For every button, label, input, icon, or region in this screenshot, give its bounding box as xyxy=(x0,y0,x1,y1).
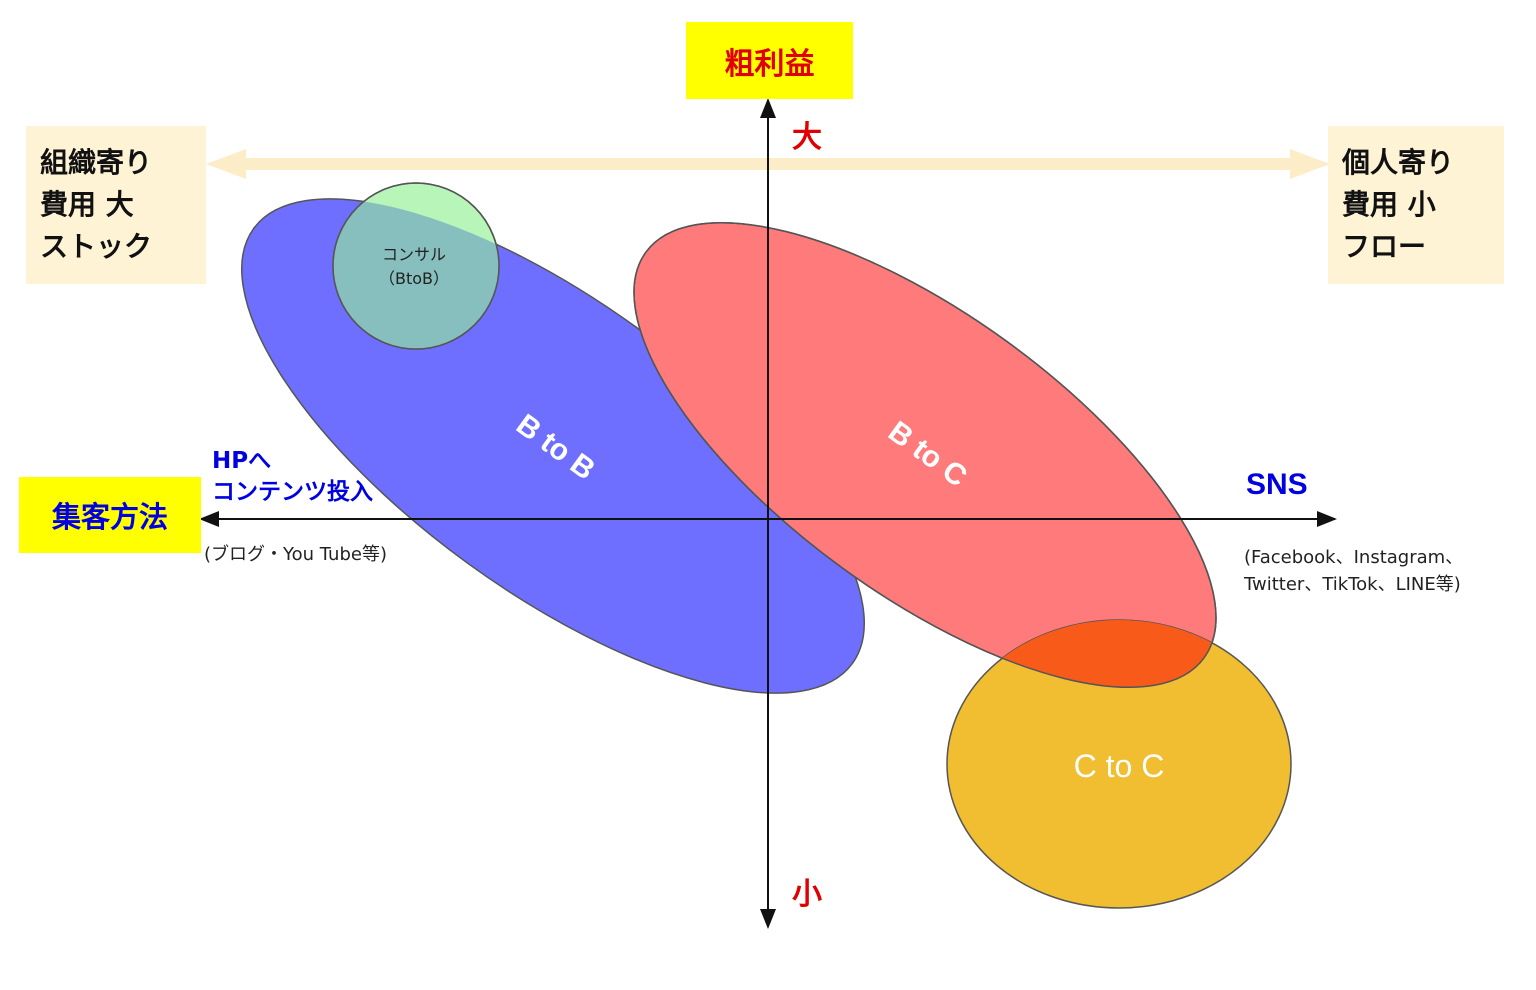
x-right-examples: (Facebook、Instagram、 Twitter、TikTok、LINE… xyxy=(1244,544,1463,598)
x-right-examples-line1: (Facebook、Instagram、 xyxy=(1244,547,1464,568)
spectrum-right-box: 個人寄り 費用 小 フロー xyxy=(1328,126,1504,284)
ctoc-label: C to C xyxy=(1074,748,1165,784)
consulting-outline xyxy=(332,182,500,350)
spectrum-right-line1: 個人寄り xyxy=(1342,146,1455,179)
spectrum-left-line3: ストック xyxy=(40,230,153,263)
spectrum-right-line2: 費用 小 xyxy=(1342,188,1436,221)
x-left-heading: HPへ コンテンツ投入 xyxy=(212,446,373,508)
x-axis-title: 集客方法 xyxy=(51,500,168,534)
y-axis-low-label: 小 xyxy=(792,877,822,912)
btoc-outline xyxy=(633,221,1217,689)
spectrum-left-box: 組織寄り 費用 大 ストック xyxy=(26,126,206,284)
consulting-label-line2: （BtoB） xyxy=(379,269,449,288)
x-left-examples: (ブログ・You Tube等) xyxy=(204,544,387,565)
x-left-heading-line1: HPへ xyxy=(212,448,272,474)
x-right-heading: SNS xyxy=(1246,468,1308,501)
x-axis-title-box: 集客方法 xyxy=(19,477,201,553)
spectrum-left-line1: 組織寄り xyxy=(40,146,153,179)
y-axis-title: 粗利益 xyxy=(724,46,815,82)
spectrum-left-line2: 費用 大 xyxy=(40,188,134,221)
y-axis-title-box: 粗利益 xyxy=(686,22,853,99)
y-axis-high-label: 大 xyxy=(792,120,822,155)
spectrum-right-line3: フロー xyxy=(1342,230,1427,263)
consulting-label-line1: コンサル xyxy=(382,245,446,264)
x-left-heading-line2: コンテンツ投入 xyxy=(212,479,373,505)
x-right-examples-line2: Twitter、TikTok、LINE等) xyxy=(1244,574,1461,595)
